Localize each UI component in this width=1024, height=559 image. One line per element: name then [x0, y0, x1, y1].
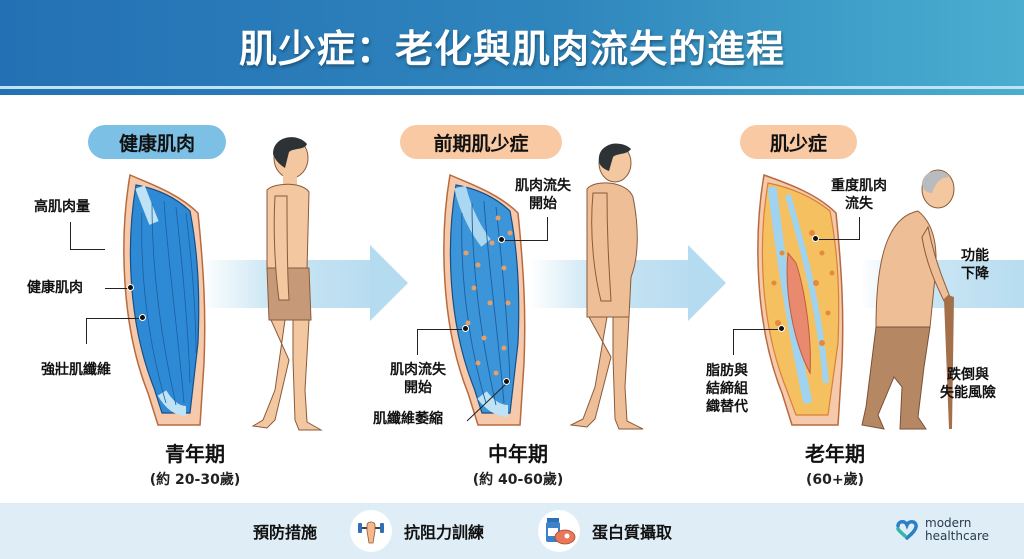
annotation-strong-fibers: 強壯肌纖維	[41, 362, 111, 378]
age-range-label: (約 40-60歲)	[472, 472, 564, 488]
leader-line	[86, 318, 87, 344]
annotation-muscle-loss-begins-bottom: 肌肉流失 開始	[390, 362, 446, 396]
prevention-heading: 預防措施	[253, 503, 317, 559]
leader-line	[547, 217, 548, 240]
stage-age-middle: 中年期 (約 40-60歲)	[428, 438, 608, 489]
elderly-figure-with-cane	[861, 169, 955, 430]
annotation-fiber-atrophy: 肌纖維萎縮	[373, 411, 443, 427]
brand-logo: modern healthcare	[895, 517, 989, 543]
arrow-right-icon	[370, 245, 408, 321]
annotation-high-muscle-mass: 高肌肉量	[34, 199, 90, 215]
annotation-severe-muscle-loss: 重度肌肉 流失	[831, 178, 887, 212]
protein-intake-label: 蛋白質攝取	[592, 523, 673, 542]
progression-diagram: 健康肌肉 高肌肉量 健康肌肉 強壯肌纖維 青年期 (約 20-30歲)	[0, 95, 1024, 503]
pointer-dot	[503, 378, 510, 385]
leader-line	[815, 239, 860, 240]
annotation-fat-tissue-replacement: 脂肪與 結締組 織替代	[706, 363, 748, 415]
prevention-footer: 預防措施 抗阻力訓練 蛋白質攝取	[0, 503, 1024, 559]
pointer-dot	[462, 325, 469, 332]
prevention-item-protein-intake: 蛋白質攝取	[538, 503, 672, 559]
pointer-dot	[812, 235, 819, 242]
leader-line	[417, 329, 418, 355]
pointer-dot	[139, 314, 146, 321]
annotation-muscle-loss-begins-top: 肌肉流失 開始	[515, 178, 571, 212]
age-group-label: 中年期	[488, 442, 548, 466]
leader-line	[105, 288, 130, 289]
brand-name-line1: modern	[925, 516, 972, 530]
pointer-dot	[127, 284, 134, 291]
annotation-function-decline: 功能 下降	[961, 248, 989, 282]
dumbbell-fist-icon	[350, 510, 392, 552]
healthy-thigh-muscle-illustration	[123, 173, 206, 426]
leader-line	[417, 329, 465, 330]
arrow-right-icon	[688, 245, 726, 321]
annotation-healthy-muscle: 健康肌肉	[27, 280, 83, 296]
leader-line	[502, 240, 548, 241]
leader-line	[733, 329, 781, 330]
middle-aged-figure	[569, 143, 644, 430]
age-group-label: 老年期	[805, 442, 865, 466]
young-adult-figure	[251, 137, 323, 431]
heart-logo-icon	[896, 520, 918, 540]
age-range-label: (60+歲)	[805, 472, 864, 488]
leader-line	[733, 329, 734, 355]
sarcopenia-thigh-illustration	[757, 173, 844, 426]
annotation-fall-disability-risk: 跌倒與 失能風險	[940, 367, 996, 401]
stage-badge-healthy: 健康肌肉	[88, 125, 226, 159]
brand-name-line2: healthcare	[925, 529, 989, 543]
prevention-item-resistance-training: 抗阻力訓練	[350, 503, 484, 559]
header-banner: 肌少症：老化與肌肉流失的進程	[0, 0, 1024, 95]
resistance-training-label: 抗阻力訓練	[404, 523, 485, 542]
header-divider	[0, 86, 1024, 89]
page-title: 肌少症：老化與肌肉流失的進程	[238, 27, 785, 71]
stage-age-young: 青年期 (約 20-30歲)	[105, 438, 285, 489]
leader-line	[70, 249, 105, 250]
stage-badge-pre-sarcopenia: 前期肌少症	[400, 125, 562, 159]
pointer-dot	[498, 236, 505, 243]
leader-line	[86, 318, 142, 319]
pointer-dot	[778, 325, 785, 332]
leader-line	[859, 217, 860, 239]
leader-line	[70, 222, 71, 249]
protein-bottle-steak-icon	[538, 510, 580, 552]
prevention-label: 預防措施	[253, 523, 318, 542]
stage-age-elderly: 老年期 (60+歲)	[745, 438, 925, 489]
age-group-label: 青年期	[165, 442, 225, 466]
age-range-label: (約 20-30歲)	[149, 472, 241, 488]
leader-line-diagonal	[466, 380, 510, 422]
stage-badge-sarcopenia: 肌少症	[740, 125, 857, 159]
